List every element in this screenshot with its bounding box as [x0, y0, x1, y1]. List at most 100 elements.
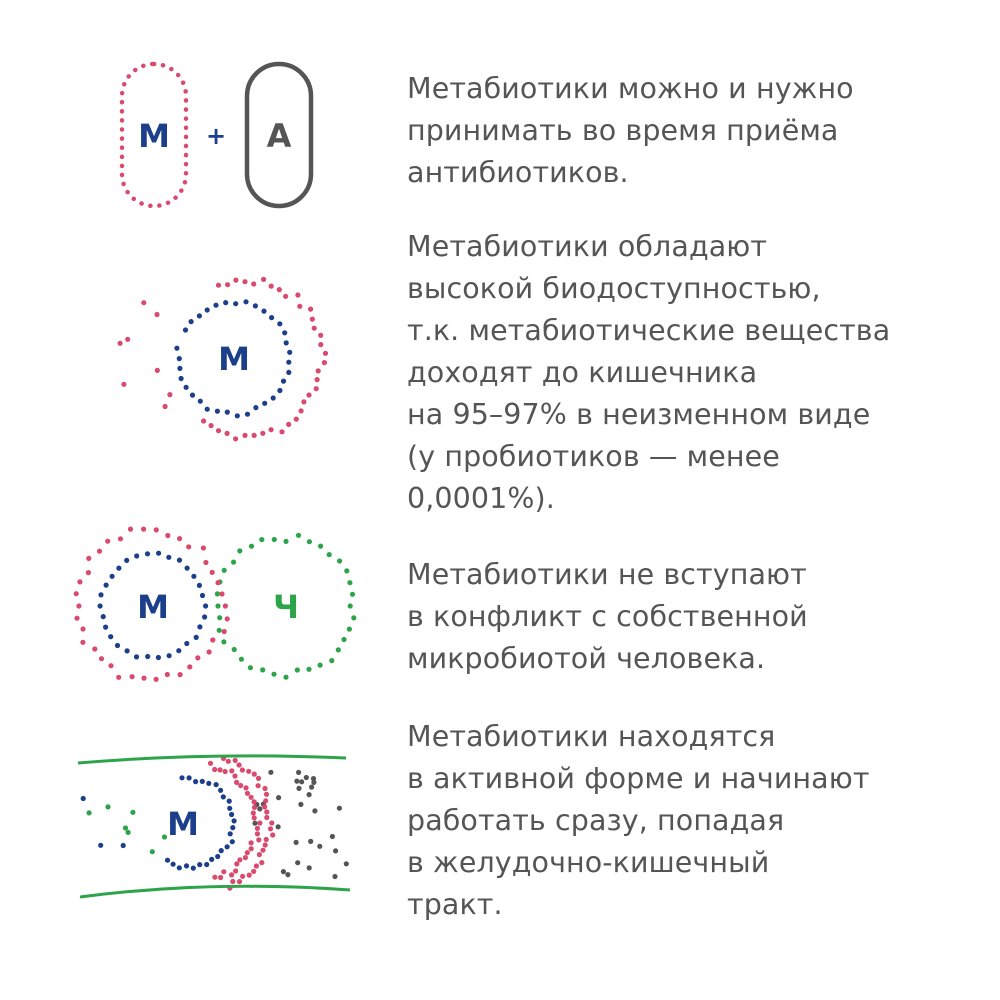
dot — [242, 855, 248, 861]
dot — [262, 400, 268, 406]
dot — [287, 349, 293, 355]
dot — [207, 760, 214, 766]
dot — [248, 840, 254, 846]
dot — [262, 842, 268, 848]
dot — [221, 628, 227, 635]
dot — [263, 798, 269, 804]
dot — [103, 582, 109, 588]
dot — [183, 384, 189, 390]
icon-metabiotic-plus-antibiotic: М + А — [119, 61, 314, 209]
dot — [190, 865, 196, 871]
dot — [206, 649, 212, 655]
dot — [186, 544, 192, 550]
dot — [117, 536, 124, 542]
dot — [191, 573, 197, 579]
dot — [317, 662, 323, 668]
dot — [251, 799, 257, 805]
dot — [195, 655, 201, 661]
dot — [251, 432, 257, 438]
dot — [276, 287, 282, 293]
dot — [166, 653, 172, 659]
dot — [318, 543, 324, 549]
dot — [209, 856, 215, 863]
dot — [337, 558, 343, 564]
dot — [248, 543, 255, 549]
dot — [311, 779, 317, 786]
dot — [122, 825, 129, 831]
dot — [262, 785, 268, 792]
dot — [299, 779, 305, 785]
dot — [153, 676, 159, 682]
dot — [251, 771, 257, 777]
dot — [116, 565, 122, 571]
dot — [105, 804, 111, 810]
dot — [260, 430, 266, 436]
dot — [226, 798, 232, 804]
dot — [224, 616, 230, 622]
dot — [251, 868, 257, 875]
dot — [224, 844, 230, 850]
dot — [254, 831, 260, 837]
dot — [286, 369, 292, 375]
dot — [276, 795, 282, 801]
dot — [344, 568, 350, 574]
dot — [244, 411, 251, 417]
dot — [231, 818, 237, 824]
dot — [341, 636, 347, 643]
dot — [105, 538, 111, 544]
dot — [154, 311, 160, 318]
dot — [232, 757, 238, 764]
dot — [269, 315, 275, 321]
dot — [283, 293, 289, 299]
dot — [164, 857, 171, 863]
dot — [247, 665, 253, 671]
item-text-antibiotics: Метабиотики можно и нужно принимать во в… — [407, 72, 854, 189]
dot — [251, 815, 257, 821]
dot — [254, 825, 260, 832]
dot — [193, 779, 199, 785]
dot — [222, 768, 228, 775]
dot — [267, 826, 274, 832]
dot — [351, 615, 357, 621]
dot — [177, 365, 183, 371]
dot — [221, 869, 227, 875]
dot — [349, 591, 356, 597]
dot — [141, 526, 147, 532]
dot — [164, 671, 170, 678]
dot — [332, 873, 338, 880]
dot — [233, 868, 239, 874]
dot — [208, 423, 214, 429]
dot — [295, 292, 301, 298]
dot — [216, 627, 222, 633]
dot — [199, 778, 205, 785]
dot — [346, 626, 352, 632]
dot — [215, 853, 221, 860]
dot — [227, 805, 233, 811]
dot — [246, 872, 252, 878]
dot — [176, 865, 182, 871]
item-text-bioavailability: Метабиотики обладают высокой биодоступно… — [407, 230, 891, 515]
dot — [162, 403, 168, 410]
dot — [197, 624, 203, 630]
dot — [121, 381, 127, 387]
dot — [149, 849, 155, 855]
dot — [108, 634, 114, 640]
label-m: М — [138, 117, 170, 155]
dot — [231, 646, 237, 653]
dot — [279, 429, 285, 435]
dot — [154, 367, 160, 373]
dot — [209, 569, 215, 576]
dot — [130, 809, 136, 815]
dot — [264, 809, 270, 815]
icon-active-form-gut: М — [77, 754, 351, 899]
dot — [186, 775, 192, 781]
dot — [293, 416, 299, 422]
dot — [253, 405, 259, 411]
dot — [230, 825, 236, 831]
dot — [321, 360, 327, 366]
dot — [242, 432, 248, 438]
dot — [206, 780, 212, 787]
dot — [329, 658, 335, 664]
dot — [282, 330, 288, 336]
dot — [182, 327, 189, 333]
